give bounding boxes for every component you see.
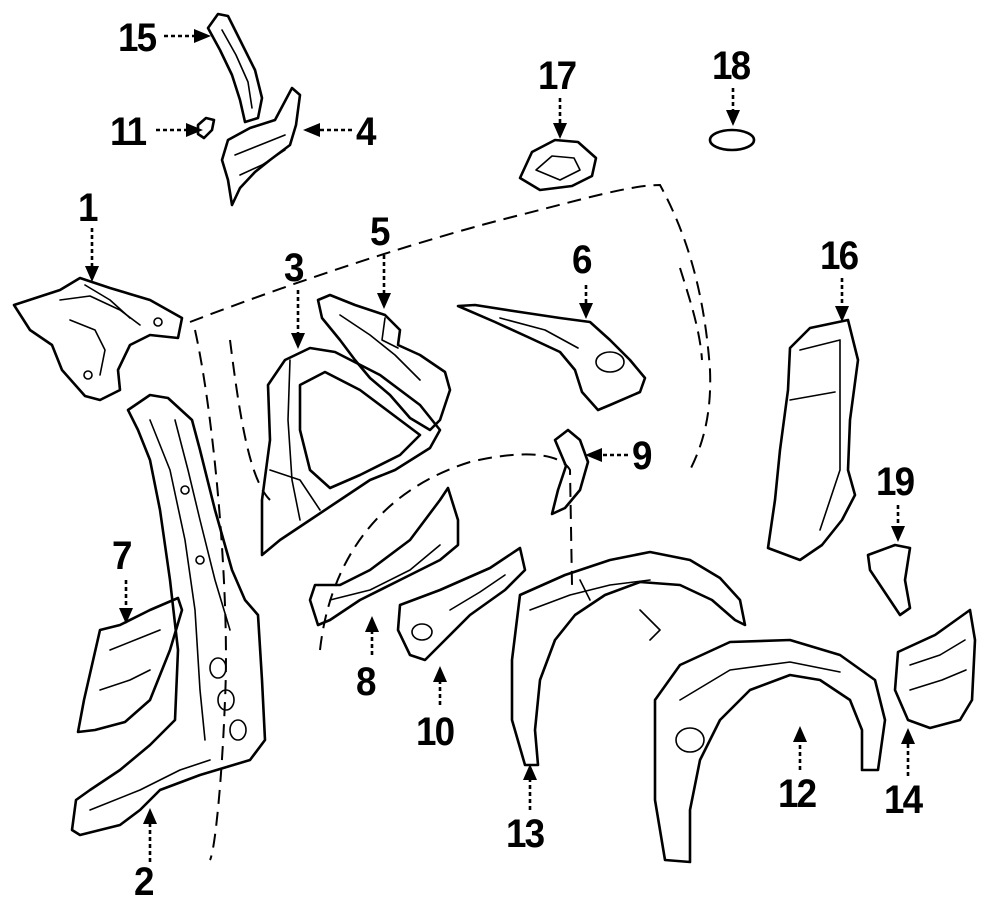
callout-13: 13 [506,812,545,856]
part-8-bracket [308,486,460,627]
callout-14: 14 [884,778,923,822]
callout-18: 18 [712,44,751,88]
callout-16: 16 [820,234,859,278]
part-14-panel [893,608,977,730]
part-15-bracket [206,12,264,124]
callout-6: 6 [572,238,592,282]
part-12-wheelhouse-outer [653,638,887,864]
body-outline-dashed [189,183,712,861]
callout-8: 8 [356,660,376,704]
part-9-bracket [550,428,590,516]
callout-5: 5 [370,210,390,254]
part-3-quarter-window-frame [260,346,442,557]
callout-4: 4 [356,110,376,154]
callout-12: 12 [778,772,817,816]
callout-11: 11 [110,110,147,154]
callout-15: 15 [118,16,157,60]
part-17-bracket [518,138,598,192]
part-10-rail [396,546,527,662]
part-16-duct [766,318,860,562]
callout-9: 9 [632,434,652,478]
part-2-quarter-inner-panel [70,393,267,837]
callout-2: 2 [134,860,154,904]
part-5-upper-pillar-bracket [316,293,452,432]
callout-3: 3 [284,246,304,290]
part-6-rail-extension [456,303,647,412]
part-13-wheelhouse-inner [510,550,747,767]
part-18-plug [708,128,756,152]
callout-10: 10 [416,710,455,754]
part-1-pillar-reinforcement [12,276,184,402]
callout-7: 7 [112,534,132,578]
part-19-bracket [866,543,912,617]
callout-17: 17 [538,54,577,98]
part-4-bracket [220,86,302,207]
leader-lines [85,29,915,862]
part-7-inner-panel [76,596,184,734]
part-11-clip [196,116,216,140]
callout-1: 1 [78,186,98,230]
callout-19: 19 [876,460,915,504]
